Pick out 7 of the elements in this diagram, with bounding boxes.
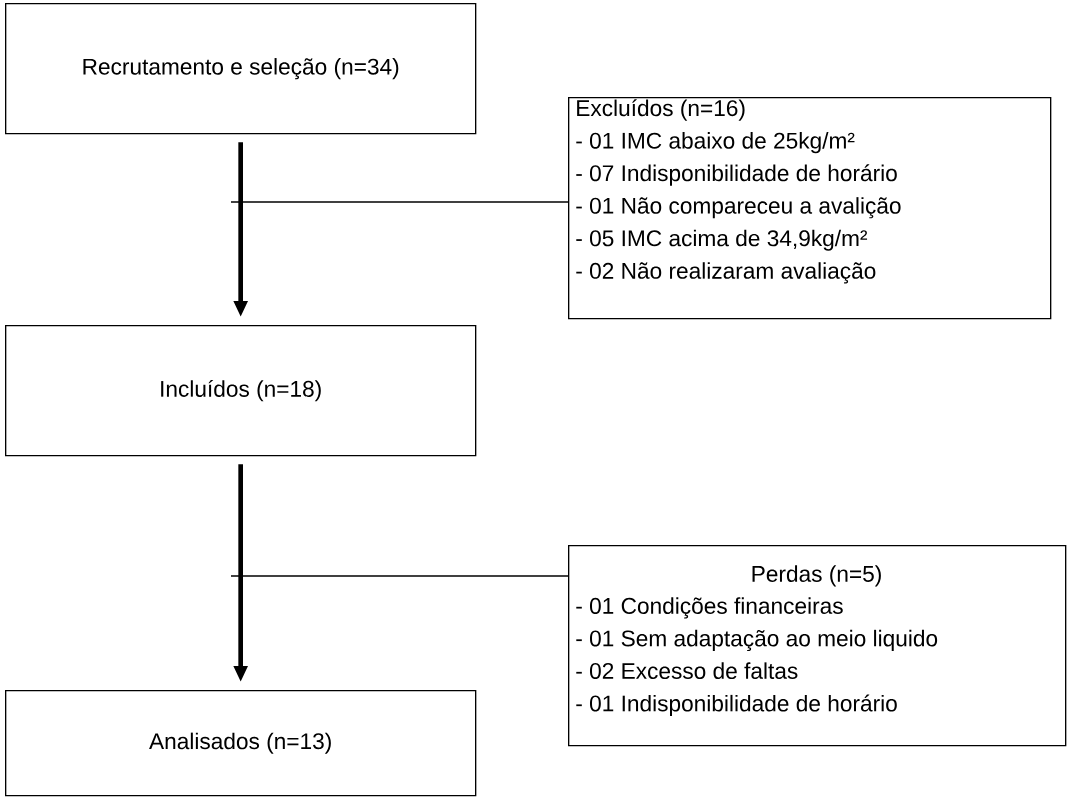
process-box: Incluídos (n=18)	[5, 325, 477, 457]
process-box: Analisados (n=13)	[5, 690, 477, 797]
connector-line	[230, 201, 569, 203]
process-box: Recrutamento e seleção (n=34)	[5, 3, 477, 135]
note-box: Excluídos (n=16) - 01 IMC abaixo de 25kg/m² - 07 Indisponibilidade de horário - 01 Não compareceu a avalição - 05 IMC acima de 34,9kg/m² - 02 Não realizaram avaliação	[568, 97, 1052, 320]
note-box: Perdas (n=5) - 01 Condições financeiras - 01 Sem adaptação ao meio liquido - 02 Excesso de faltas - 01 Indisponibilidade de horário	[568, 545, 1067, 747]
connector-line	[230, 575, 569, 577]
